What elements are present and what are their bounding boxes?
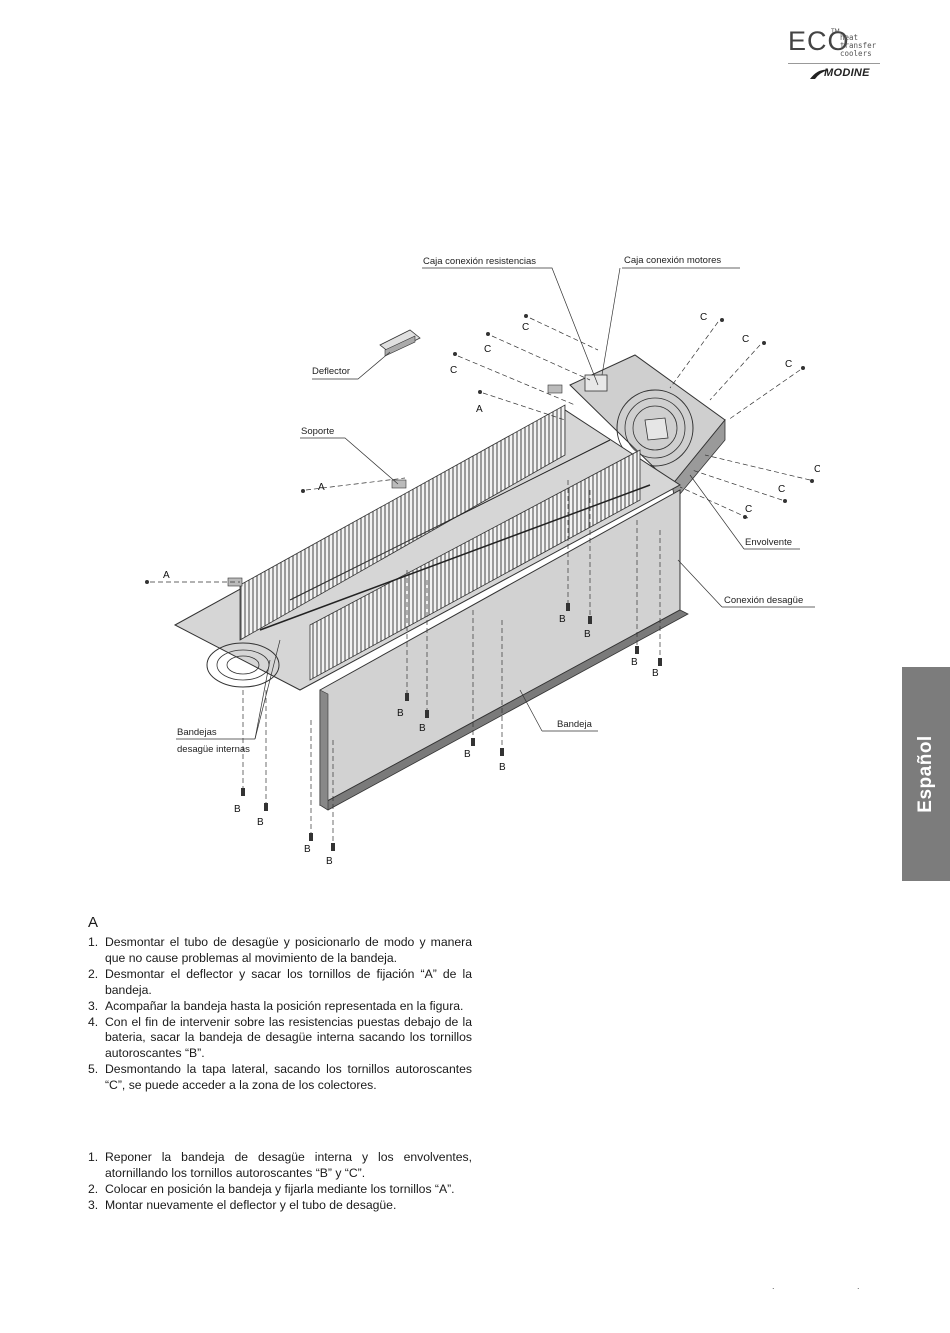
letter-c: C bbox=[814, 464, 820, 475]
letter-a: A bbox=[318, 482, 325, 493]
logo-tagline-line1: heat transfer bbox=[840, 33, 877, 50]
footer-marks: . . bbox=[772, 1281, 900, 1291]
logo-tm: TM bbox=[831, 29, 840, 35]
section-a-steps: 1.Desmontar el tubo de desagüe y posicio… bbox=[88, 935, 472, 1094]
eco-logo: ECO TM heat transfer coolers MODINE bbox=[788, 26, 888, 82]
letter-b: B bbox=[499, 762, 506, 773]
logo-tagline-line2: coolers bbox=[840, 49, 872, 58]
letter-c: C bbox=[450, 365, 457, 376]
letter-b: B bbox=[559, 614, 566, 625]
letter-b: B bbox=[419, 723, 426, 734]
list-item: 1.Desmontar el tubo de desagüe y posicio… bbox=[88, 935, 472, 965]
label-bandejas-line1: Bandejas bbox=[177, 727, 217, 738]
letter-b: B bbox=[464, 749, 471, 760]
letter-b: B bbox=[584, 629, 591, 640]
language-tab: Español bbox=[902, 667, 950, 881]
leader-lines bbox=[176, 267, 815, 740]
list-item: 3.Acompañar la bandeja hasta la posición… bbox=[88, 998, 464, 1013]
list-item: 3.Montar nuevamente el deflector y el tu… bbox=[88, 1197, 397, 1212]
section-a-heading: A bbox=[88, 914, 99, 931]
letter-b: B bbox=[257, 817, 264, 828]
letter-c: C bbox=[778, 484, 785, 495]
fan-guard-right bbox=[616, 389, 694, 467]
section-b-steps: 1.Reponer la bandeja de desagüe interna … bbox=[88, 1150, 472, 1214]
logo-divider bbox=[788, 63, 880, 64]
letter-c: C bbox=[785, 359, 792, 370]
fan-guard-left bbox=[206, 642, 280, 688]
label-soporte: Soporte bbox=[301, 426, 334, 437]
exploded-view-diagram: Caja conexión resistencias Caja conexión… bbox=[145, 255, 820, 867]
screws bbox=[145, 314, 814, 851]
label-deflector: Deflector bbox=[312, 366, 350, 377]
label-bandejas-line2: desagüe internas bbox=[177, 744, 250, 755]
modine-swoosh-icon bbox=[810, 69, 829, 79]
screw-c-guides bbox=[150, 317, 811, 583]
list-item: 1.Reponer la bandeja de desagüe interna … bbox=[88, 1150, 472, 1180]
list-item: 5.Desmontando la tapa lateral, sacando l… bbox=[88, 1062, 472, 1093]
logo-eco-text: ECO bbox=[788, 26, 850, 56]
soporte-bracket bbox=[391, 479, 407, 489]
label-envolvente: Envolvente bbox=[745, 537, 792, 548]
label-conexion-desague: Conexión desagüe bbox=[724, 595, 803, 606]
screw-letter-labels: C C C C C C C C C A A A B B B B B B B B … bbox=[163, 312, 820, 867]
letter-c: C bbox=[484, 344, 491, 355]
label-caja-motores: Caja conexión motores bbox=[624, 255, 721, 266]
modine-brand: MODINE bbox=[824, 67, 870, 79]
letter-b: B bbox=[304, 844, 311, 855]
letter-c: C bbox=[745, 504, 752, 515]
letter-a: A bbox=[476, 404, 483, 415]
label-caja-resistencias: Caja conexión resistencias bbox=[423, 256, 536, 267]
letter-c: C bbox=[522, 322, 529, 333]
list-item: 2.Colocar en posición la bandeja y fijar… bbox=[88, 1181, 455, 1196]
letter-c: C bbox=[742, 334, 749, 345]
logo-tagline: heat transfer coolers bbox=[840, 34, 888, 58]
letter-c: C bbox=[700, 312, 707, 323]
letter-b: B bbox=[397, 708, 404, 719]
letter-b: B bbox=[234, 804, 241, 815]
letter-b: B bbox=[652, 668, 659, 679]
connection-box bbox=[584, 374, 608, 392]
language-tab-label: Español bbox=[915, 735, 936, 813]
letter-a: A bbox=[163, 570, 170, 581]
list-item: 4.Con el fin de intervenir sobre las res… bbox=[88, 1014, 472, 1061]
letter-b: B bbox=[631, 657, 638, 668]
letter-b: B bbox=[326, 856, 333, 867]
coil-fins-front bbox=[309, 449, 641, 681]
label-bandeja: Bandeja bbox=[557, 719, 593, 730]
screw-b-guides bbox=[242, 480, 661, 845]
list-item: 2.Desmontar el deflector y sacar los tor… bbox=[88, 966, 472, 997]
coil-fins-back bbox=[239, 404, 566, 641]
